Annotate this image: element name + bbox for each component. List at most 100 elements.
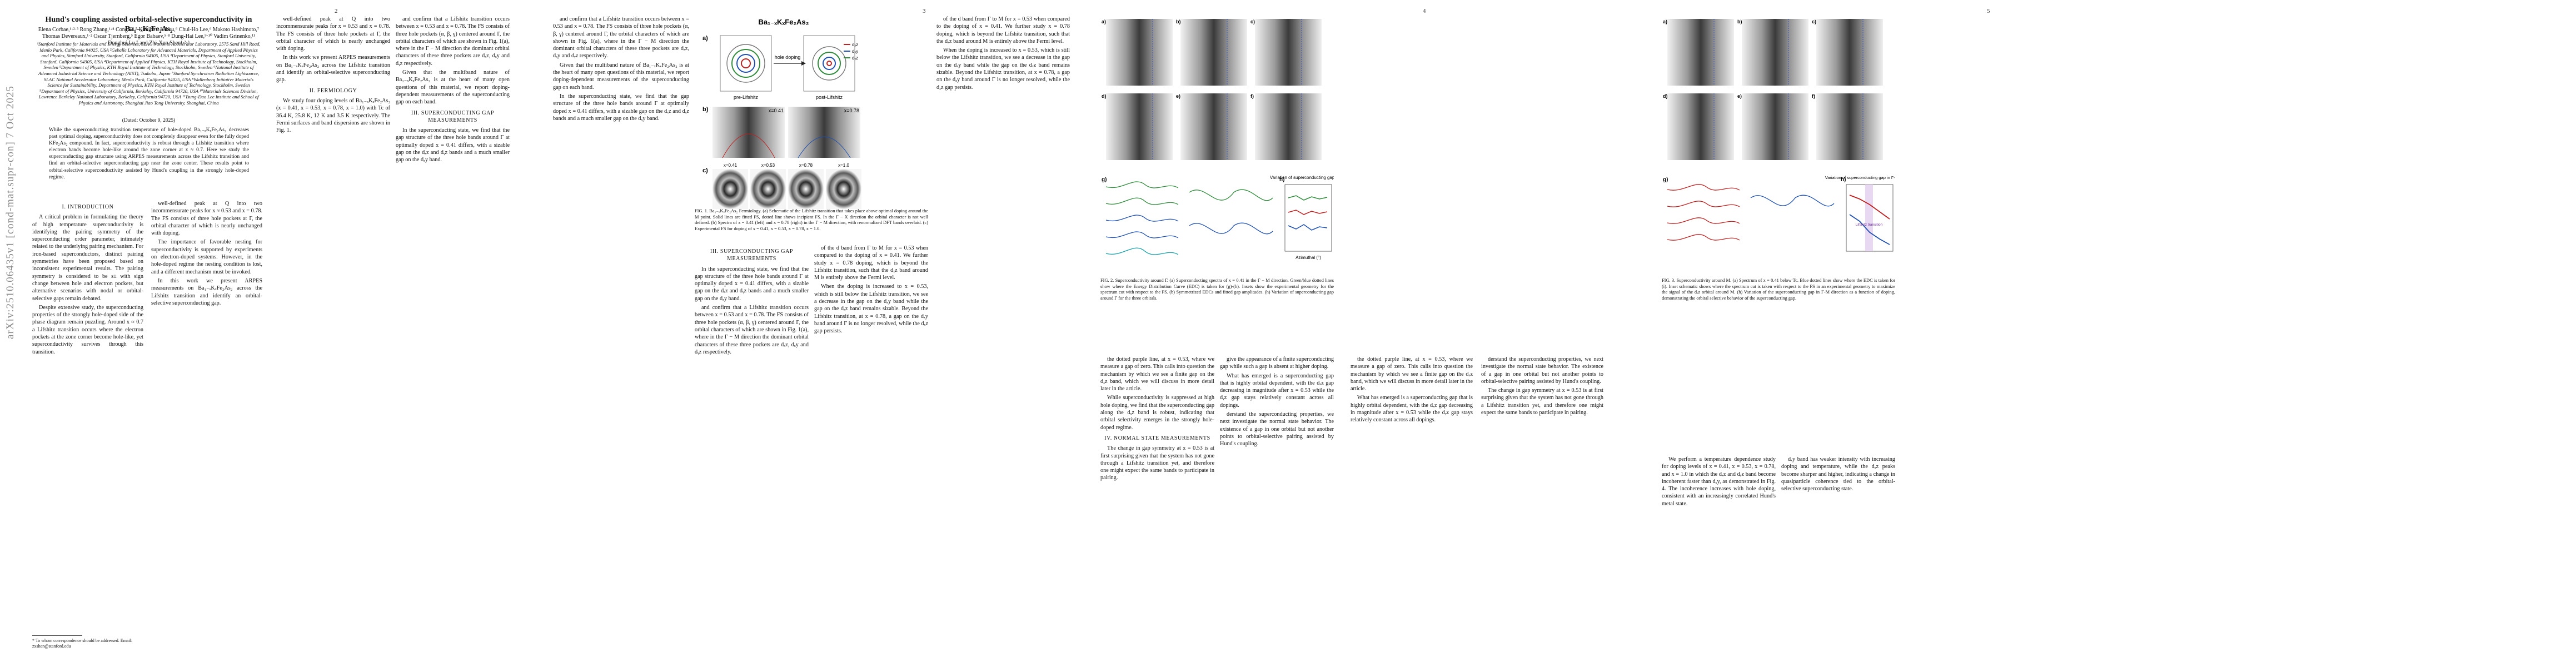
footnote: * To whom correspondence should be addre… <box>32 638 133 649</box>
fs-label-x10: x=1.0 <box>838 163 849 168</box>
panel-label: c) <box>1812 19 1816 24</box>
page-3: 3 Ba₁₋ₓKₓFe₂As₂ a) hole doping pre-Lifsh… <box>542 0 1089 667</box>
fig2-edc-curves <box>1105 181 1273 255</box>
paragraph: Despite extensive study, the superconduc… <box>32 304 143 355</box>
panel-label-g: g) <box>1102 177 1107 183</box>
panel-label: b) <box>1176 19 1181 24</box>
fig2h-title: Variation of superconducting gap around … <box>1270 175 1334 180</box>
fig3-edc-curves <box>1667 184 1835 241</box>
paragraph: What has emerged is a superconducting ga… <box>1220 372 1334 409</box>
arpes-panel <box>1816 93 1883 160</box>
paragraph: give the appearance of a finite supercon… <box>1220 356 1334 370</box>
paper-date: (Dated: October 9, 2025) <box>122 118 176 123</box>
fig3-caption: FIG. 3. Superconductivity around M. (a) … <box>1662 278 1895 301</box>
panel-label: e) <box>1737 93 1742 99</box>
legend-dxz: dₓz <box>852 42 858 47</box>
paragraph: of the d band from Γ to M for x = 0.53 w… <box>936 16 1070 44</box>
section-heading: IV. NORMAL STATE MEASUREMENTS <box>1104 435 1210 441</box>
arpes-panel <box>1106 93 1173 160</box>
figure-2: a)b)c)d)e)f) g) h) Variation of supercon… <box>1102 19 1334 260</box>
paragraph: A critical problem in formulating the th… <box>32 214 143 302</box>
page2-column-1: I. INTRODUCTION A critical problem in fo… <box>32 200 143 357</box>
spectrum-x078 <box>788 107 860 158</box>
arpes-panel <box>1255 93 1322 160</box>
page3-column-left: and confirm that a Lifshitz transition o… <box>553 16 689 124</box>
paragraph: the dotted purple line, at x = 0.53, whe… <box>1351 356 1473 392</box>
page3-column-1: III. SUPERCONDUCTING GAP MEASUREMENTS In… <box>695 245 809 357</box>
page3-column-2: of the d band from Γ to M for x = 0.53 w… <box>814 245 928 337</box>
paragraph: When the doping is increased to x = 0.53… <box>936 47 1070 91</box>
paragraph: What has emerged is a superconducting ga… <box>1351 395 1473 424</box>
paragraph: well-defined peak at Q into two incommen… <box>276 16 390 52</box>
footnote-rule <box>32 635 82 636</box>
fig2-caption: FIG. 2. Superconductivity around Γ. (a) … <box>1100 278 1334 301</box>
section-heading: III. SUPERCONDUCTING GAP MEASUREMENTS <box>710 248 794 262</box>
paragraph: The change in gap symmetry at x = 0.53 i… <box>1481 387 1603 416</box>
fs-label-x041: x=0.41 <box>724 163 738 168</box>
paragraph: When the doping is increased to x = 0.53… <box>814 283 928 335</box>
paragraph: derstand the superconducting properties,… <box>1220 411 1334 447</box>
fs-label-x053: x=0.53 <box>761 163 775 168</box>
panel-label: a) <box>1663 19 1667 24</box>
fig3-arpes-panels: a)b)c)d)e)f) <box>1663 19 1883 160</box>
label-x041: x=0.41 <box>769 108 784 113</box>
page5-column-2: dₓy band has weaker intensity with incre… <box>1781 456 1895 494</box>
panel-label: b) <box>1737 19 1742 24</box>
page4-column-right-a: the dotted purple line, at x = 0.53, whe… <box>1351 356 1473 426</box>
page2-column-2: well-defined peak at Q into two incommen… <box>151 200 262 308</box>
panel-label-b: b) <box>702 106 709 113</box>
paper-title: Hund's coupling assisted orbital-selecti… <box>45 16 252 33</box>
legend-dyz: dᵧz <box>852 56 858 61</box>
page5-column-1: We perform a temperature dependence stud… <box>1662 456 1776 509</box>
paragraph: While superconductivity is suppressed at… <box>1100 395 1214 431</box>
panel-label: d) <box>1663 93 1668 99</box>
paper-affiliations: ¹Stanford Institute for Materials and En… <box>37 41 261 106</box>
arpes-panel <box>1180 19 1247 86</box>
fs-label-x078: x=0.78 <box>799 163 813 168</box>
page-2: 2 arXiv:2510.06435v1 [cond-mat.supr-con]… <box>0 0 545 667</box>
page-number: 5 <box>1987 8 1990 14</box>
arpes-panel <box>1816 19 1883 86</box>
label-x078: x=0.78 <box>844 108 859 113</box>
fig2-arpes-panels: a)b)c)d)e)f) <box>1102 19 1322 160</box>
page4-column-2: give the appearance of a finite supercon… <box>1220 356 1334 450</box>
page2-column-4: and confirm that a Lifshitz transition o… <box>396 16 510 166</box>
paragraph: derstand the superconducting properties,… <box>1481 356 1603 385</box>
arpes-panel <box>1667 93 1734 160</box>
paragraph: The change in gap symmetry at x = 0.53 i… <box>1100 445 1214 481</box>
panel-label: f) <box>1250 93 1254 99</box>
lifshitz-annotation: Lifshitz transition <box>1856 223 1883 227</box>
page-number: 2 <box>335 8 338 14</box>
arpes-panel <box>1180 93 1247 160</box>
fig1-legend: dₓz dₓy dᵧz <box>844 42 858 61</box>
panel-label-a: a) <box>702 35 708 42</box>
figure-3: a)b)c)d)e)f) g) h) Variation of supercon… <box>1663 19 1895 252</box>
paragraph: In this work we present ARPES measuremen… <box>276 54 390 83</box>
lifshitz-band <box>1865 185 1873 251</box>
fig1-post-lifshitz: post-Lifshitz <box>816 94 843 100</box>
arpes-panel <box>1742 93 1808 160</box>
page-number: 3 <box>923 8 926 14</box>
page-5: 5 a)b)c)d)e)f) g) h) Variation of superc… <box>1642 0 2576 667</box>
paragraph: of the d band from Γ to M for x = 0.53 w… <box>814 245 928 281</box>
section-heading: I. INTRODUCTION <box>62 204 114 210</box>
figure-1: Ba₁₋ₓKₓFe₂As₂ a) hole doping pre-Lifshit… <box>702 18 861 209</box>
fig1-hole-doping: hole doping <box>775 54 801 60</box>
paragraph: well-defined peak at Q into two incommen… <box>151 201 262 237</box>
section-heading: II. FERMIOLOGY <box>309 87 357 94</box>
panel-label: e) <box>1176 93 1180 99</box>
paragraph: Given that the multiband nature of Ba₁₋ₓ… <box>396 69 510 106</box>
panel-label-h: h) <box>1841 177 1846 183</box>
fig1-caption: FIG. 1. Ba₁₋ₓKₓFe₂As₂ Fermiology. (a) Sc… <box>695 208 928 231</box>
arpes-panel <box>1106 19 1173 86</box>
page4-column-right-b: derstand the superconducting properties,… <box>1481 356 1603 418</box>
paragraph: We study four doping levels of Ba₁₋ₓKₓFe… <box>276 97 390 134</box>
legend-dxy: dₓy <box>852 49 858 54</box>
arpes-panel <box>1742 19 1808 86</box>
paragraph: and confirm that a Lifshitz transition o… <box>695 305 809 355</box>
fig2h-xlabel: Azimuthal (°) <box>1296 255 1321 260</box>
paragraph: In the superconducting state, we find th… <box>396 127 510 163</box>
panel-label: c) <box>1250 19 1255 24</box>
paper-authors: Elena Corbae,¹·²·³ Rong Zhang,¹·⁴ Cong L… <box>38 27 260 47</box>
paragraph: We perform a temperature dependence stud… <box>1662 456 1776 507</box>
